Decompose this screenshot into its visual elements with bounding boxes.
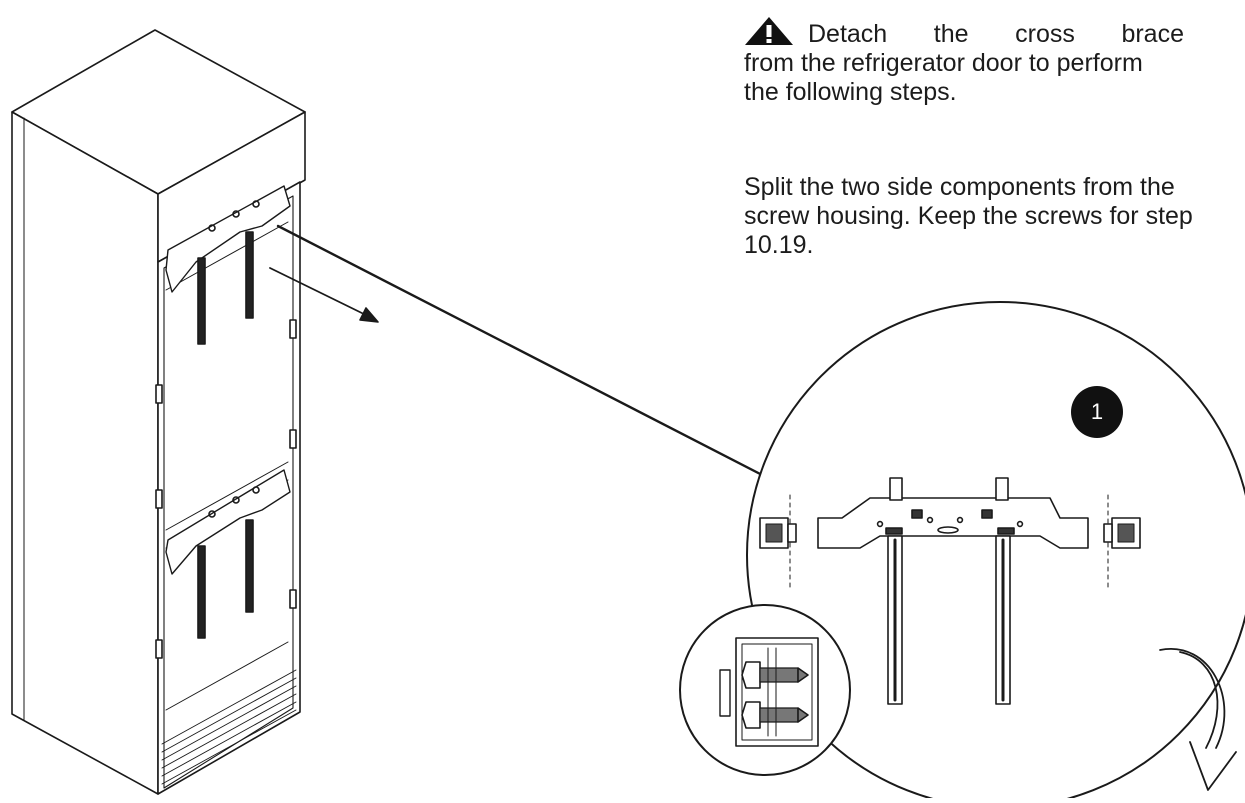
step-badge: 1 bbox=[1071, 386, 1123, 438]
refrigerator-cabinet bbox=[11, 29, 306, 795]
curved-arrow-down-icon bbox=[1159, 648, 1237, 791]
screw-housing-detail-circle bbox=[679, 604, 851, 776]
warning-triangle-icon bbox=[745, 17, 793, 45]
pull-direction-arrow bbox=[269, 267, 379, 323]
warning-text-line1: Detach the cross brace bbox=[808, 20, 1184, 48]
warning-text-rest: from the refrigerator door to perform th… bbox=[744, 49, 1143, 106]
note-instruction: Split the two side components from the s… bbox=[744, 173, 1193, 259]
warning-instruction: Detach the cross brace from the refriger… bbox=[744, 16, 1184, 107]
detail-callout-circle bbox=[746, 301, 1245, 803]
callout-leader-line bbox=[276, 224, 770, 480]
